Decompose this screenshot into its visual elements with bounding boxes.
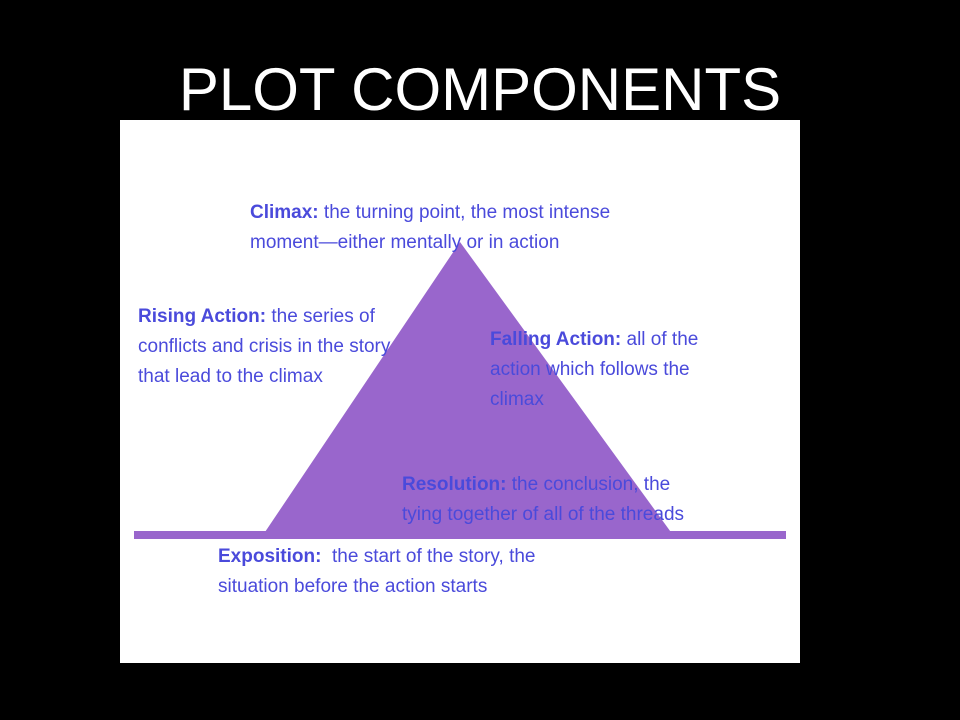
resolution-desc-2: tying together of all of the threads — [402, 504, 685, 525]
climax-term: Climax: — [250, 202, 319, 223]
rising-action-label: Rising Action: the series of conflicts a… — [138, 302, 468, 392]
rising-action-desc-3: that lead to the climax — [138, 366, 323, 387]
plot-pyramid — [263, 242, 673, 535]
resolution-label: Resolution: the conclusion, the tying to… — [402, 470, 792, 530]
exposition-desc-2: situation before the action starts — [218, 576, 488, 597]
falling-action-term: Falling Action: — [490, 329, 622, 350]
falling-action-label: Falling Action: all of the action which … — [490, 325, 780, 415]
rising-action-desc-1: the series of — [266, 306, 375, 327]
exposition-term: Exposition: — [218, 546, 322, 567]
climax-desc-1: the turning point, the most intense — [318, 202, 611, 223]
climax-desc-2: moment—either mentally or in action — [250, 232, 560, 253]
falling-action-desc-1: all of the — [621, 329, 699, 350]
resolution-desc-1: the conclusion, the — [506, 474, 671, 495]
rising-action-desc-2: conflicts and crisis in the story — [138, 336, 391, 357]
falling-action-desc-3: climax — [490, 389, 544, 410]
resolution-term: Resolution: — [402, 474, 507, 495]
diagram-panel: Climax: the turning point, the most inte… — [120, 120, 800, 663]
rising-action-term: Rising Action: — [138, 306, 267, 327]
slide-title: PLOT COMPONENTS — [178, 56, 782, 123]
falling-action-desc-2: action which follows the — [490, 359, 690, 380]
climax-label: Climax: the turning point, the most inte… — [250, 198, 710, 258]
plot-diagram — [134, 242, 786, 539]
exposition-desc-1: the start of the story, the — [321, 546, 536, 567]
exposition-label: Exposition: the start of the story, the … — [218, 542, 658, 602]
